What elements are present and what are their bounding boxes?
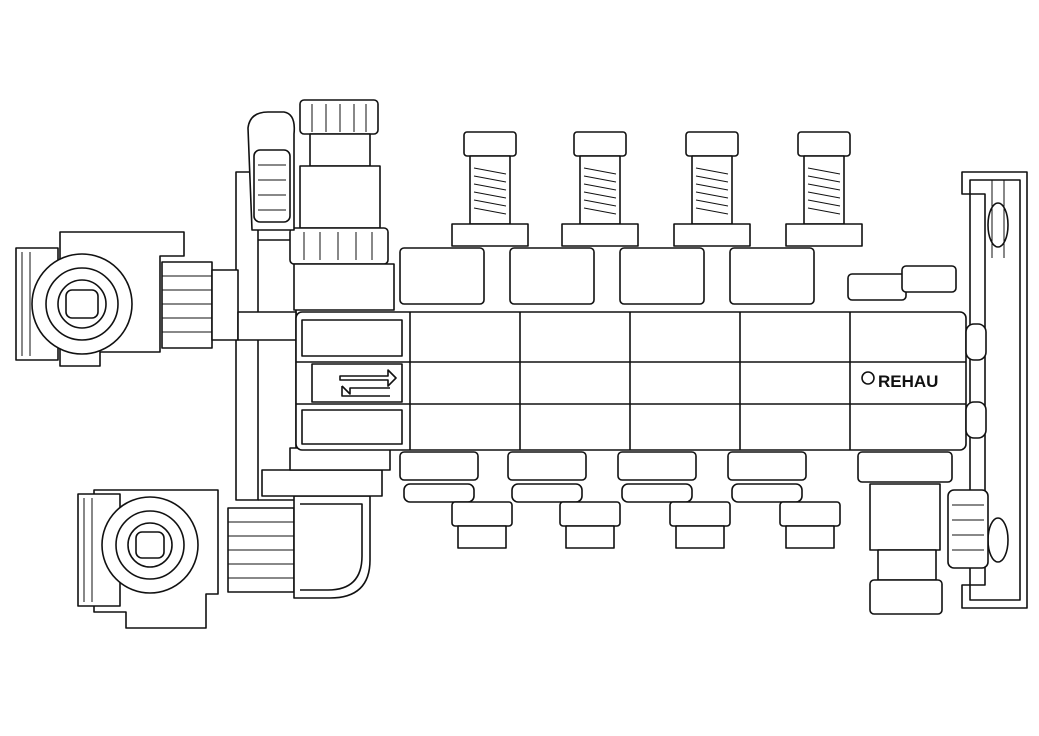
top-left-valve-assembly <box>247 99 395 311</box>
flow-meter <box>509 131 639 305</box>
circuit-outlet <box>399 451 513 549</box>
right-mounting-bracket <box>961 171 1028 609</box>
flow-meter <box>399 131 529 305</box>
flow-meter <box>729 131 863 305</box>
circuit-outlet <box>727 451 841 549</box>
flow-direction-arrows-icon <box>311 363 403 403</box>
manifold-body <box>295 311 987 451</box>
air-vent-top <box>847 265 957 301</box>
circuit-outlet <box>507 451 621 549</box>
brand-text: REHAU <box>878 372 938 391</box>
bottom-left-ball-valve <box>77 447 391 629</box>
drain-valve-bottom-right <box>857 451 989 615</box>
flow-meter <box>619 131 751 305</box>
top-left-ball-valve <box>15 231 297 367</box>
circuit-outlet <box>617 451 731 549</box>
rehau-logo: REHAU <box>861 371 938 391</box>
